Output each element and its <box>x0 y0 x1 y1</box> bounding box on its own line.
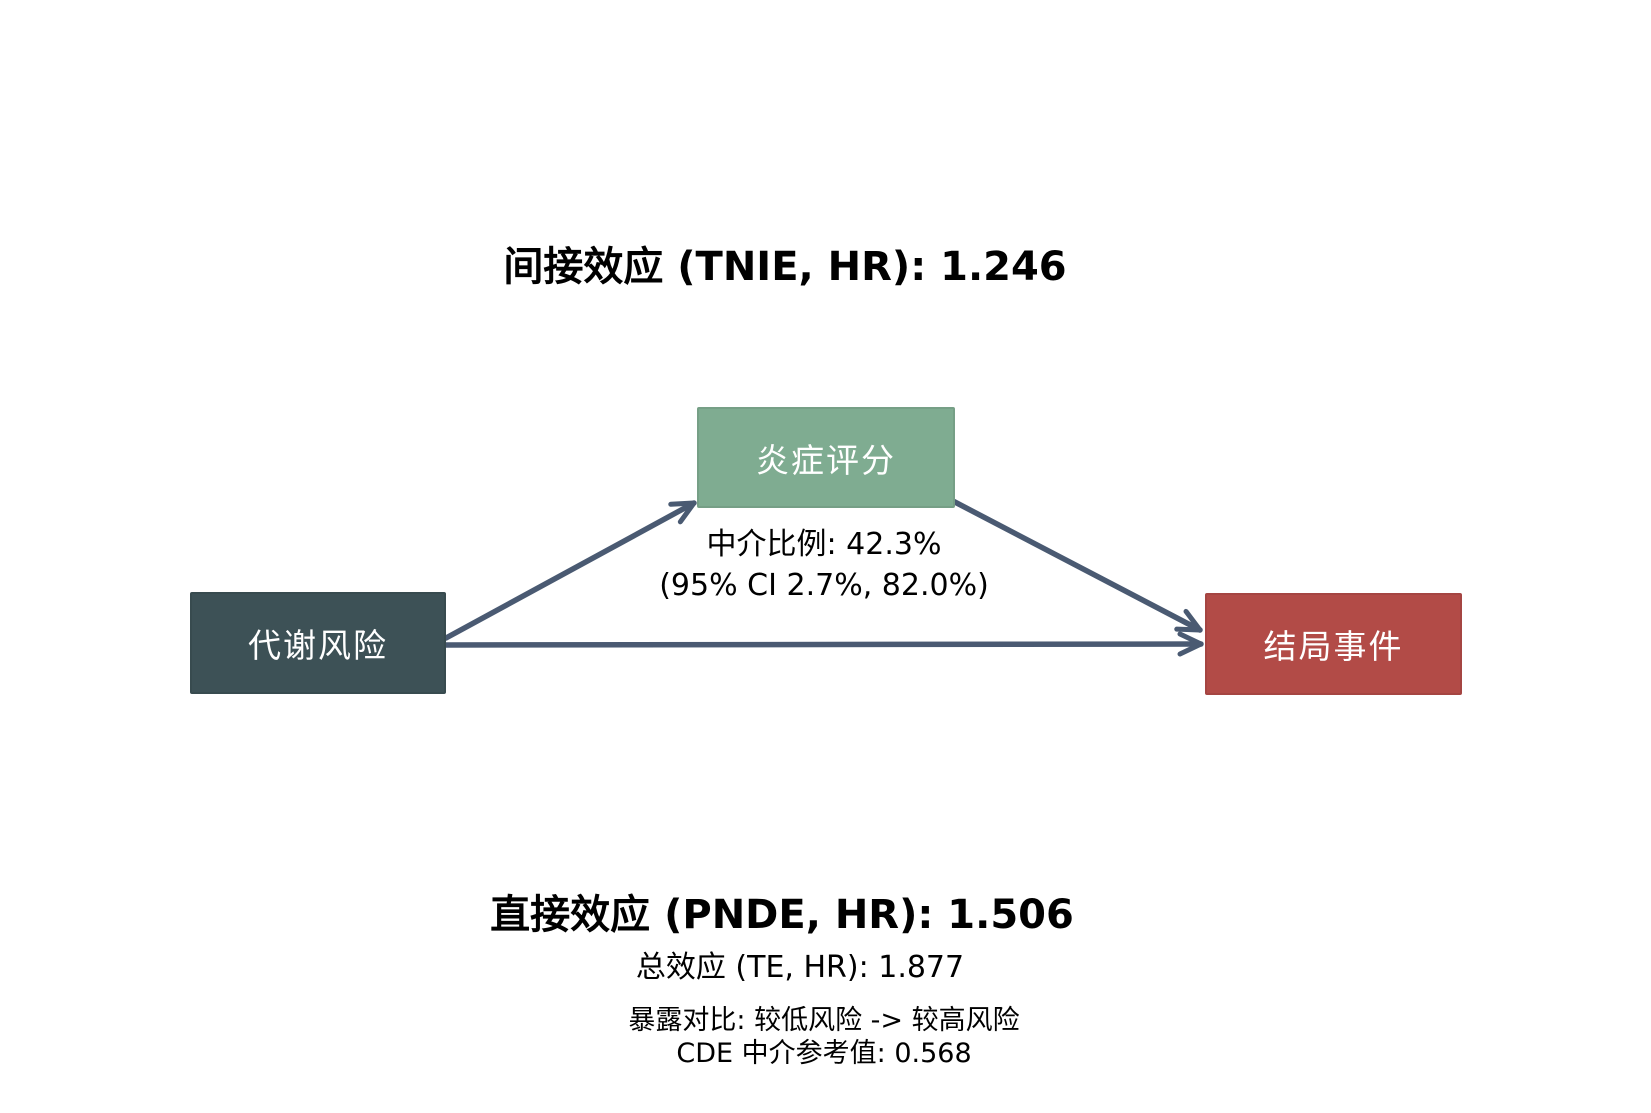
exposure-node-label: 代谢风险 <box>248 626 388 665</box>
mediator-node: 炎症评分 <box>697 407 955 508</box>
exposure-contrast-text: 暴露对比: 较低风险 -> 较高风险 <box>628 1005 1020 1036</box>
mediation-ci-text: (95% CI 2.7%, 82.0%) <box>659 568 989 603</box>
exposure-node: 代谢风险 <box>190 592 446 694</box>
outcome-node: 结局事件 <box>1205 593 1462 695</box>
mediator-node-label: 炎症评分 <box>756 440 896 480</box>
total-effect-text: 总效应 (TE, HR): 1.877 <box>635 950 965 985</box>
cde-reference-text: CDE 中介参考值: 0.568 <box>676 1038 972 1069</box>
mediation-proportion-block: 中介比例: 42.3% (95% CI 2.7%, 82.0%) <box>659 524 989 606</box>
outcome-node-label: 结局事件 <box>1263 627 1404 666</box>
indirect-effect-title: 间接效应 (TNIE, HR): 1.246 <box>503 244 1067 290</box>
arrow-mediator-to-outcome <box>948 497 1203 633</box>
arrow-exposure-to-mediator <box>443 500 697 641</box>
arrow-exposure-to-outcome <box>443 631 1204 657</box>
direct-effect-text: 直接效应 (PNDE, HR): 1.506 <box>490 892 1074 938</box>
mediation-proportion-text: 中介比例: 42.3% <box>706 527 942 562</box>
